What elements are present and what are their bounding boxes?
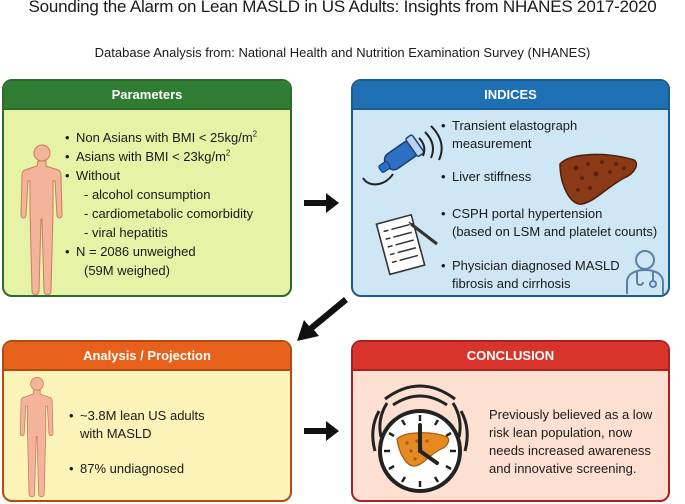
indices-heading: INDICES (353, 81, 668, 110)
arrow-right-bottom (304, 421, 339, 441)
indices-item-csph-cont: (based on LSM and platelet counts) (452, 224, 658, 239)
conclusion-panel: CONCLUSION (351, 340, 670, 502)
physician-icon (626, 250, 664, 294)
clock-alarm-icon (371, 384, 469, 493)
ultrasound-probe-icon (362, 125, 443, 186)
param-item-n: N = 2086 unweighed (65, 243, 196, 261)
indices-item-physician: Physician diagnosed MASLD (441, 257, 620, 275)
indices-item-csph: CSPH portal hypertension (441, 205, 602, 223)
page-title: Sounding the Alarm on Lean MASLD in US A… (28, 0, 657, 16)
indices-item-elastograph-cont: measurement (452, 136, 532, 151)
analysis-item-undiagnosed: 87% undiagnosed (69, 460, 184, 478)
indices-item-elastograph: Transient elastograph (441, 117, 577, 135)
param-item-n-weighed: (59M weighed) (84, 263, 170, 278)
arrow-diagonal-down-left (297, 297, 348, 341)
conclusion-line-4: and innovative screening. (489, 461, 637, 476)
indices-panel: INDICES (351, 79, 670, 297)
param-item-without: Without (65, 167, 120, 185)
conclusion-line-2: risk lean population, now (489, 425, 633, 440)
indices-item-liver-stiffness: Liver stiffness (441, 168, 531, 186)
conclusion-heading: CONCLUSION (353, 342, 668, 371)
page-subtitle: Database Analysis from: National Health … (94, 45, 591, 60)
param-item-asians: Asians with BMI < 23kg/m2 (65, 148, 230, 166)
param-sub-alcohol: - alcohol consumption (84, 187, 211, 202)
arrow-right-top (304, 193, 339, 213)
analysis-item-lean-adults-cont: with MASLD (80, 426, 152, 441)
human-body-icon (19, 376, 54, 498)
analysis-panel: Analysis / Projection ~3.8M lean US adul… (2, 340, 292, 502)
human-body-icon (20, 144, 63, 295)
param-item-non-asians: Non Asians with BMI < 25kg/m2 (65, 129, 257, 147)
param-sub-cardiometabolic: - cardiometabolic comorbidity (84, 206, 254, 221)
conclusion-line-3: needs increased awareness (489, 443, 651, 458)
parameters-panel: Parameters Non Asians with BMI < 25kg/m2… (2, 79, 292, 297)
analysis-heading: Analysis / Projection (4, 342, 290, 371)
checklist-icon (375, 213, 438, 276)
conclusion-line-1: Previously believed as a low (489, 407, 653, 422)
parameters-heading: Parameters (4, 81, 290, 110)
analysis-item-lean-adults: ~3.8M lean US adults (69, 407, 205, 425)
liver-icon (559, 153, 638, 205)
param-sub-hepatitis: - viral hepatitis (84, 225, 168, 240)
indices-item-physician-cont: fibrosis and cirrhosis (452, 276, 571, 291)
